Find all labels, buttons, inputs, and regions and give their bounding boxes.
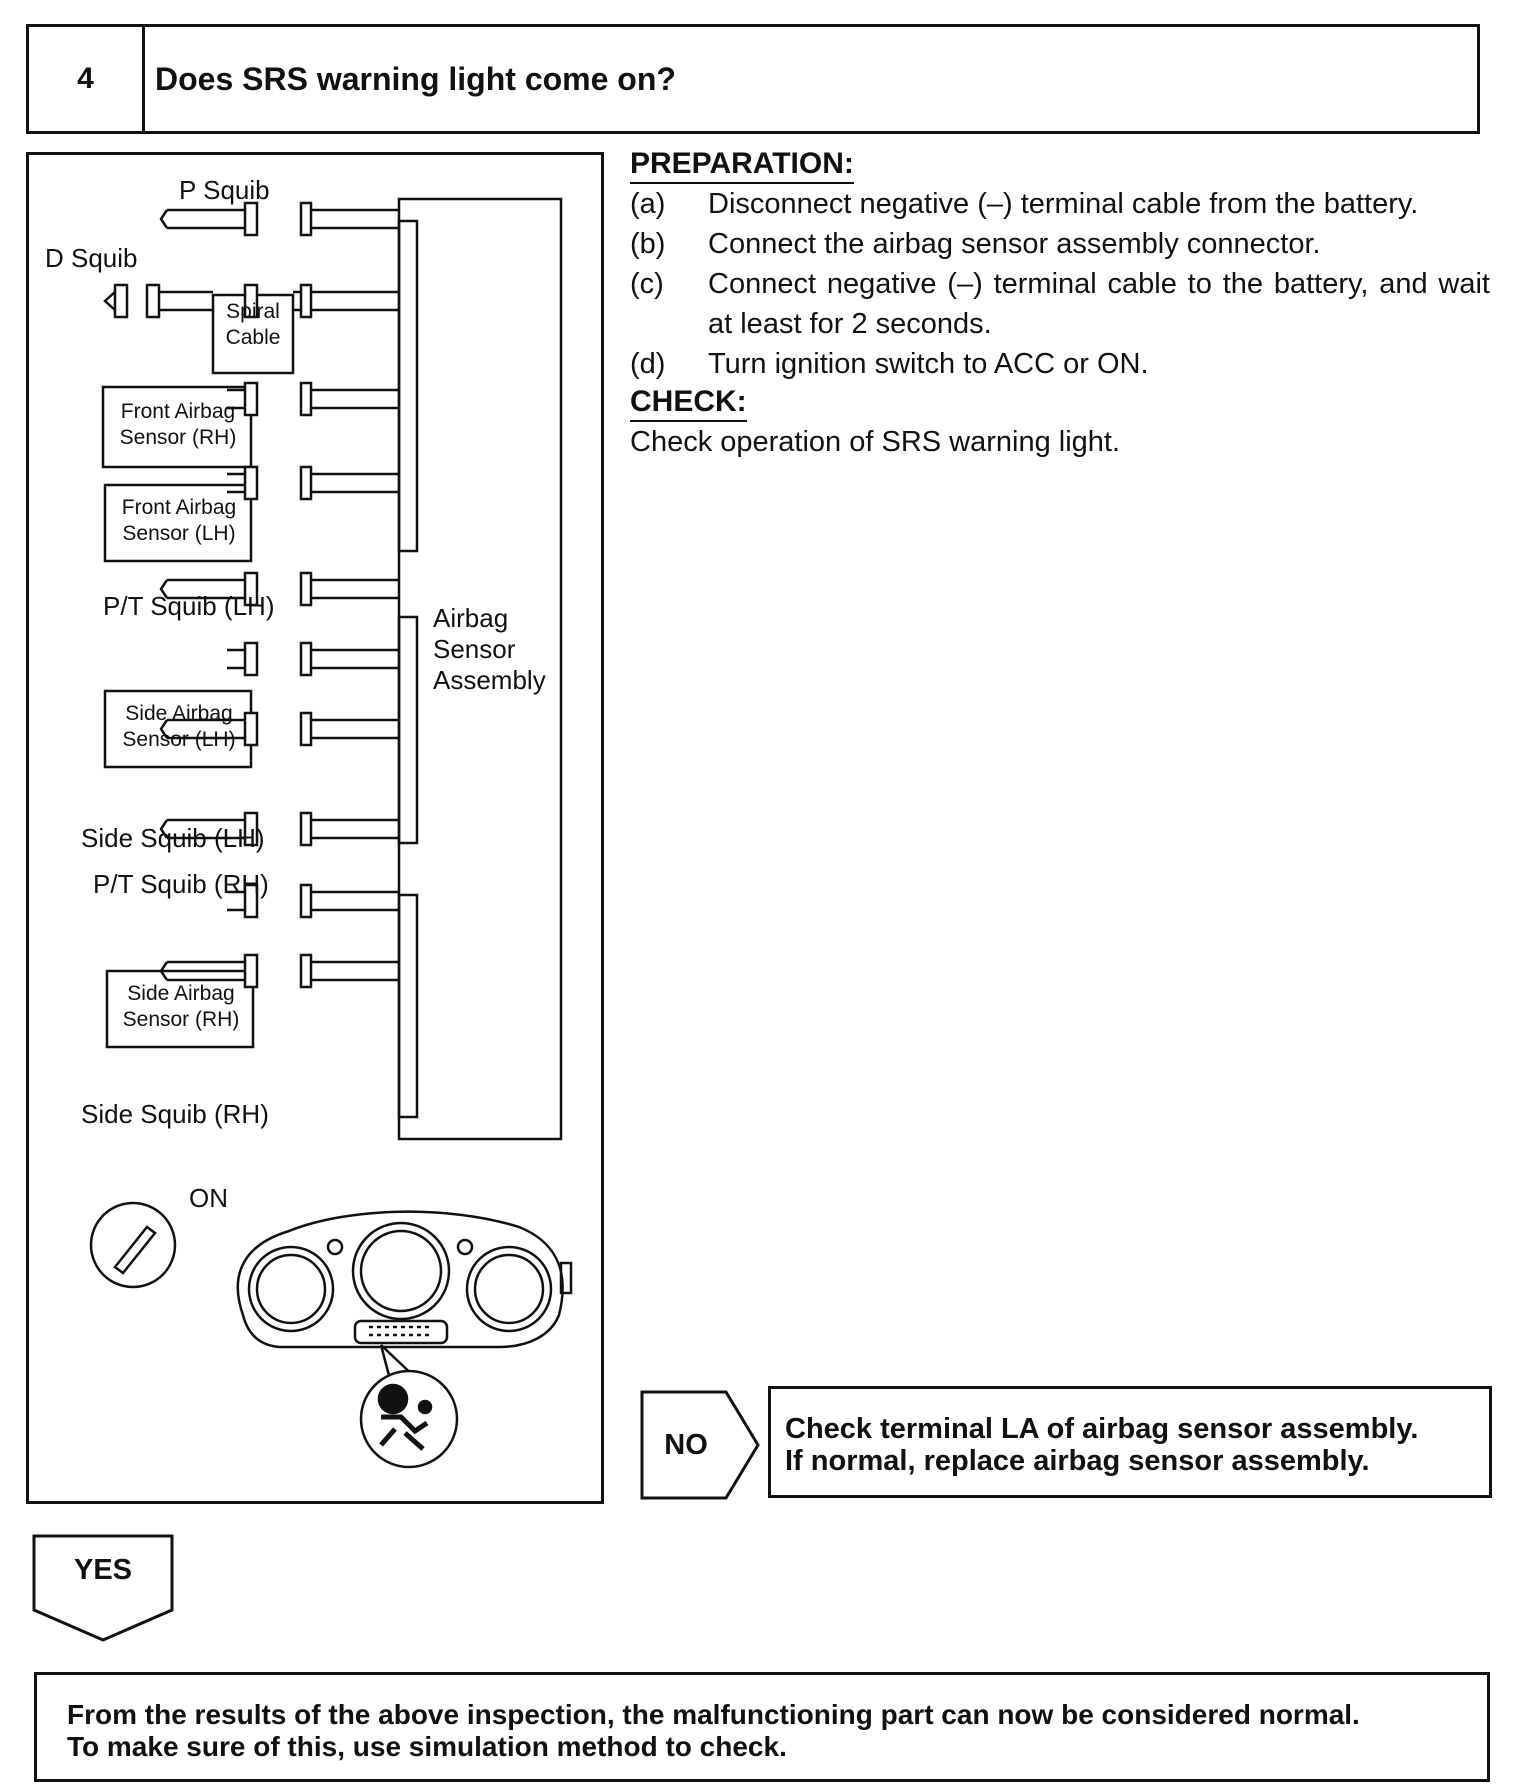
assembly-plug-wire	[311, 388, 399, 410]
assembly-plug-wire	[311, 472, 399, 494]
assembly-plug	[299, 953, 313, 989]
component-plug	[243, 811, 259, 847]
ignition-switch-icon	[89, 1201, 177, 1289]
assembly-plug	[299, 883, 313, 919]
yes-label: YES	[73, 1553, 133, 1586]
assembly-plug-wire	[311, 718, 399, 740]
preparation-heading: PREPARATION:	[630, 146, 854, 184]
assembly-plug	[299, 641, 313, 677]
assembly-plug-wire	[311, 818, 399, 840]
sensor-lead	[227, 472, 245, 494]
srs-warning-light-callout	[359, 1344, 459, 1469]
assembly-plug-wire	[311, 960, 399, 982]
d-squib-plug	[145, 283, 161, 319]
component-plug	[243, 465, 259, 501]
d-squib-label: D Squib	[45, 243, 138, 273]
assembly-plug	[299, 381, 313, 417]
step-header: 4 Does SRS warning light come on?	[26, 24, 1480, 134]
side-airbag-sensor-lh-box	[103, 689, 253, 769]
no-branch-tag: NO	[640, 1390, 762, 1500]
assembly-plug-wire	[311, 208, 399, 230]
squib-lead	[159, 960, 245, 982]
assembly-plug-wire	[311, 290, 399, 312]
no-label: NO	[664, 1428, 708, 1461]
wiring-diagram-graphic	[89, 197, 573, 1469]
ignition-on-label: ON	[189, 1183, 228, 1213]
component-plug	[243, 711, 259, 747]
side-squib-rh-label: Side Squib (RH)	[81, 1099, 269, 1129]
d-squib-connector	[113, 283, 129, 319]
step-question: Does SRS warning light come on?	[155, 60, 676, 97]
p-squib-label: P Squib	[179, 175, 270, 205]
spiral-cable-lead	[293, 290, 301, 312]
preparation-step: (a)Disconnect negative (–) terminal cabl…	[630, 188, 1419, 220]
d-squib-lead	[103, 290, 213, 312]
combination-meter-icon	[236, 1210, 573, 1349]
component-plug	[243, 283, 259, 319]
squib-lead	[159, 578, 245, 600]
assembly-plug-wire	[311, 648, 399, 670]
component-plug	[243, 641, 259, 677]
squib-lead	[159, 208, 245, 230]
component-plug	[243, 571, 259, 607]
sensor-lead	[227, 388, 245, 410]
assembly-plug	[299, 811, 313, 847]
connector-strip-2	[397, 615, 419, 845]
sensor-lead	[227, 890, 245, 912]
preparation-step: (b)Connect the airbag sensor assembly co…	[630, 228, 1321, 260]
conclusion-box: From the results of the above inspection…	[34, 1672, 1490, 1782]
assembly-plug	[299, 465, 313, 501]
side-squib-lh-label: Side Squib (LH)	[81, 823, 265, 853]
assembly-plug	[299, 283, 313, 319]
front-airbag-sensor-lh-box	[103, 483, 253, 563]
check-text: Check operation of SRS warning light.	[630, 426, 1121, 458]
check-heading: CHECK:	[630, 384, 747, 422]
component-plug	[243, 201, 259, 237]
assembly-plug-wire	[311, 578, 399, 600]
assembly-plug	[299, 711, 313, 747]
component-plug	[243, 953, 259, 989]
yes-branch-tag: YES	[32, 1534, 174, 1644]
pt-squib-lh-label: P/T Squib (LH)	[103, 591, 275, 621]
preparation-steps: (a)Disconnect negative (–) terminal cabl…	[630, 184, 1490, 384]
preparation-step: (c)Connect negative (–) terminal cable t…	[630, 268, 1490, 340]
component-plug	[243, 381, 259, 417]
step-number: 4	[29, 27, 145, 131]
assembly-plug	[299, 201, 313, 237]
side-airbag-sensor-rh-box	[105, 969, 255, 1049]
instruction-panel: PREPARATION: (a)Disconnect negative (–) …	[630, 146, 1490, 462]
squib-lead	[159, 818, 245, 840]
squib-lead	[159, 718, 245, 740]
assembly-plug-wire	[311, 890, 399, 912]
assembly-plug	[299, 571, 313, 607]
pt-squib-rh-label: P/T Squib (RH)	[93, 869, 269, 899]
airbag-sensor-assembly-label: Airbag Sensor Assembly	[433, 603, 546, 695]
no-branch-action: Check terminal LA of airbag sensor assem…	[768, 1386, 1492, 1498]
front-airbag-sensor-rh-box	[101, 385, 253, 469]
component-plug	[243, 883, 259, 919]
sensor-lead	[227, 648, 245, 670]
preparation-step: (d)Turn ignition switch to ACC or ON.	[630, 348, 1149, 380]
connector-strip-1	[397, 219, 419, 553]
connector-strip-3	[397, 893, 419, 1119]
